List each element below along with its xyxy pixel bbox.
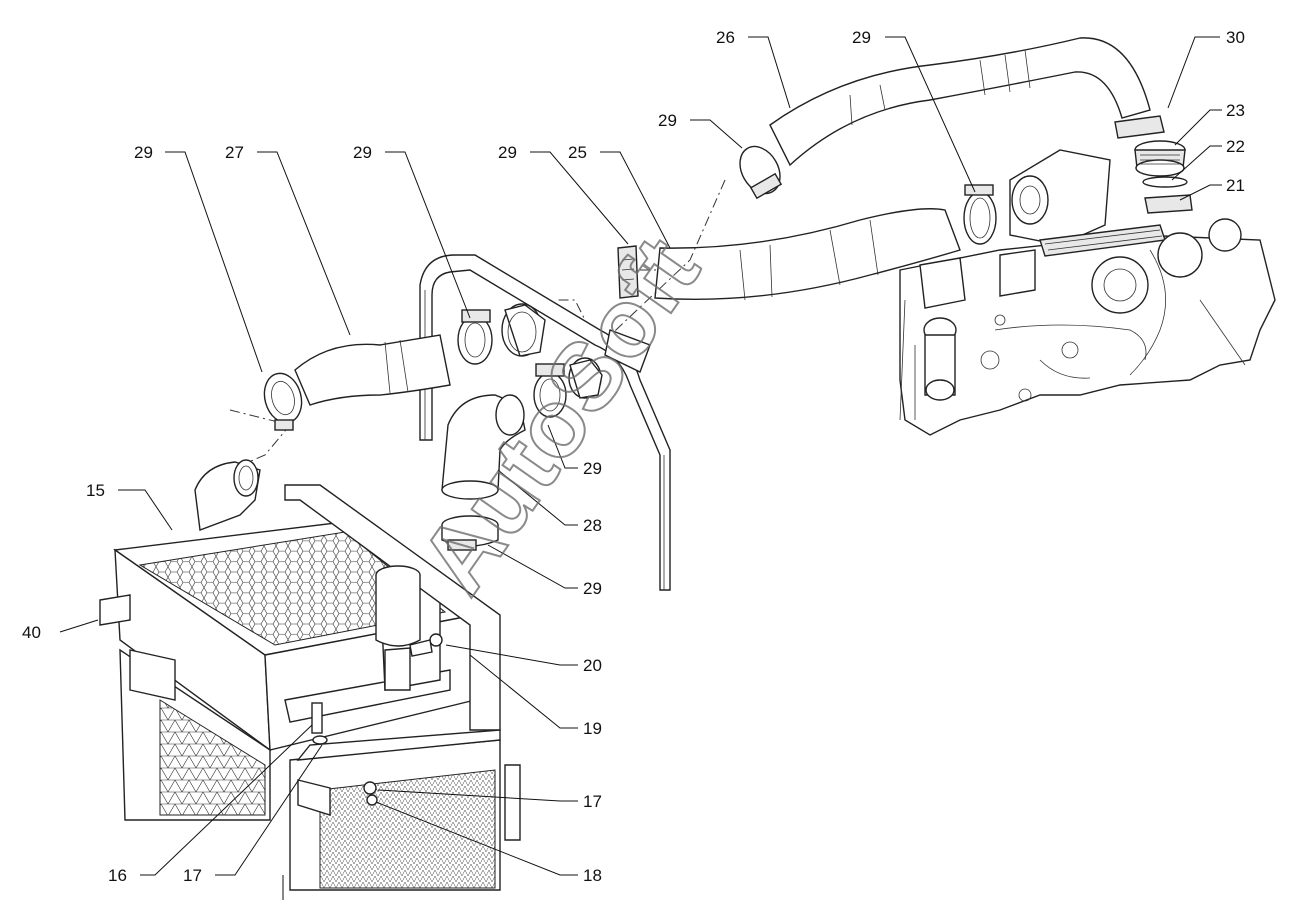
callout-29: 29 — [498, 143, 517, 162]
engine-block — [899, 149, 1276, 436]
filter-canister — [375, 565, 421, 691]
assembly-axis-lines — [229, 179, 726, 471]
lower-radiator — [289, 729, 521, 891]
pipe-stub-lower — [568, 357, 603, 399]
pipe-stub-upper — [501, 303, 546, 357]
callout-29: 29 — [353, 143, 372, 162]
callout-29: 29 — [658, 111, 677, 130]
radiator-frame — [119, 484, 501, 821]
hose-clamp-29-engine — [963, 184, 997, 245]
hose-clamp-29-left — [263, 372, 303, 431]
callout-23: 23 — [1226, 101, 1245, 120]
callout-29: 29 — [583, 579, 602, 598]
hose-clamp-29-mid — [457, 309, 493, 365]
hose-26 — [769, 37, 1151, 167]
callout-30: 30 — [1226, 28, 1245, 47]
watermark-logo: AutoSoft — [400, 219, 720, 612]
callout-18: 18 — [583, 866, 602, 885]
callout-22: 22 — [1226, 137, 1245, 156]
callout-29: 29 — [134, 143, 153, 162]
hose-25 — [654, 208, 961, 301]
mounting-bracket — [419, 254, 671, 591]
hose-clamp-29-small — [617, 245, 639, 299]
callout-21: 21 — [1226, 176, 1245, 195]
callout-17: 17 — [183, 866, 202, 885]
callout-19: 19 — [583, 719, 602, 738]
callout-40: 40 — [22, 623, 41, 642]
callout-15: 15 — [86, 481, 105, 500]
callout-29: 29 — [852, 28, 871, 47]
callout-26: 26 — [716, 28, 735, 47]
callout-29: 29 — [583, 459, 602, 478]
callout-25: 25 — [568, 143, 587, 162]
hose-27 — [294, 334, 451, 406]
callout-28: 28 — [583, 516, 602, 535]
watermark: AutoSoft — [399, 218, 721, 613]
callout-16: 16 — [108, 866, 127, 885]
hose-clamp-29-bottom — [441, 515, 499, 551]
callout-20: 20 — [583, 656, 602, 675]
hose-clamp-29-right — [533, 363, 567, 418]
leader-lines — [59, 36, 1222, 900]
fasteners — [311, 633, 443, 806]
callout-27: 27 — [225, 143, 244, 162]
elbow-hose-28 — [441, 394, 526, 500]
callout-17: 17 — [583, 792, 602, 811]
coupling-stack — [1114, 115, 1193, 214]
hose-clamp-29-top — [739, 145, 783, 200]
callout-labels: 26 29 30 23 22 21 29 29 27 29 29 25 29 2… — [22, 28, 1245, 885]
